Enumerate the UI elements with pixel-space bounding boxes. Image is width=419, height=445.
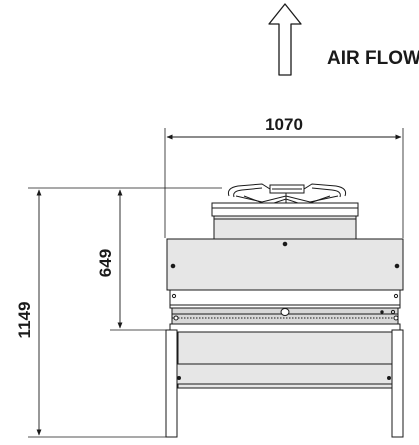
right-leg — [391, 329, 404, 438]
fan-ring — [211, 202, 359, 217]
left-leg — [165, 329, 178, 438]
air-flow-arrow-icon — [268, 3, 302, 76]
air-flow-label: AIR FLOW — [327, 48, 419, 69]
fan-guard — [227, 183, 347, 207]
width-label: 1070 — [265, 115, 303, 134]
lower-frame — [169, 323, 401, 333]
fan-height-label: 649 — [96, 249, 115, 277]
unit-drawing — [165, 183, 404, 438]
total-height-label: 1149 — [15, 302, 34, 339]
main-casing — [166, 238, 404, 291]
